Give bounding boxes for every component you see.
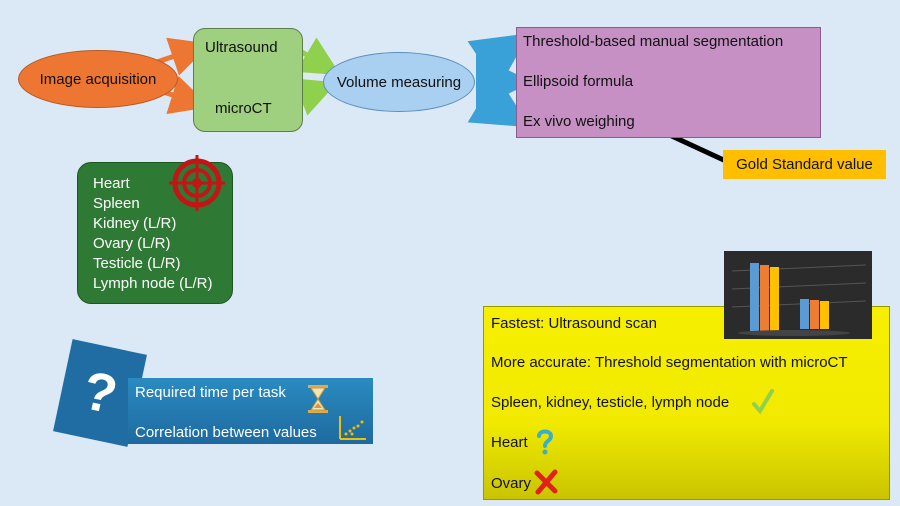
volume-measuring-node: Volume measuring: [323, 52, 475, 112]
check-icon: [752, 389, 774, 415]
organ-item: Heart: [93, 175, 130, 192]
organ-item: Spleen: [93, 195, 140, 212]
metric-correlation: Correlation between values: [135, 424, 317, 441]
result-fastest: Fastest: Ultrasound scan: [491, 315, 657, 332]
gold-standard-label: Gold Standard value: [736, 156, 873, 173]
result-heart: Heart: [491, 434, 528, 451]
method-ellipsoid: Ellipsoid formula: [523, 73, 634, 90]
hourglass-icon: [308, 385, 328, 413]
organ-item: Ovary (L/R): [93, 235, 171, 252]
methods-box: [516, 27, 821, 138]
image-acquisition-node: Image acquisition: [18, 50, 178, 108]
result-good-organs: Spleen, kidney, testicle, lymph node: [491, 394, 730, 411]
metric-time: Required time per task: [135, 384, 286, 401]
metrics-box: Required time per task Correlation betwe…: [128, 378, 373, 444]
organ-item: Kidney (L/R): [93, 215, 177, 232]
method-threshold: Threshold-based manual segmentation: [523, 33, 784, 50]
acquisition-label: Image acquisition: [39, 70, 157, 88]
result-accurate: More accurate: Threshold segmentation wi…: [491, 354, 848, 371]
bar-chart-icon: [724, 251, 872, 339]
method-weighing: Ex vivo weighing: [523, 113, 635, 130]
scatter-plot-icon: [339, 416, 366, 440]
volume-label: Volume measuring: [336, 73, 462, 91]
organs-box: Heart Spleen Kidney (L/R) Ovary (L/R) Te…: [77, 162, 233, 304]
organ-item: Lymph node (L/R): [93, 275, 213, 292]
modalities-box: [193, 28, 303, 132]
gold-standard-box: Gold Standard value: [723, 150, 886, 179]
arrow-vol-m3: [467, 74, 531, 128]
ultrasound-label: Ultrasound: [205, 39, 278, 56]
target-icon: [169, 155, 225, 211]
arrow-vol-m1: [467, 33, 530, 88]
result-ovary: Ovary: [491, 475, 532, 492]
microct-label: microCT: [215, 100, 272, 117]
cross-icon: [534, 469, 558, 495]
organ-item: Testicle (L/R): [93, 255, 181, 272]
question-icon: [537, 429, 554, 455]
